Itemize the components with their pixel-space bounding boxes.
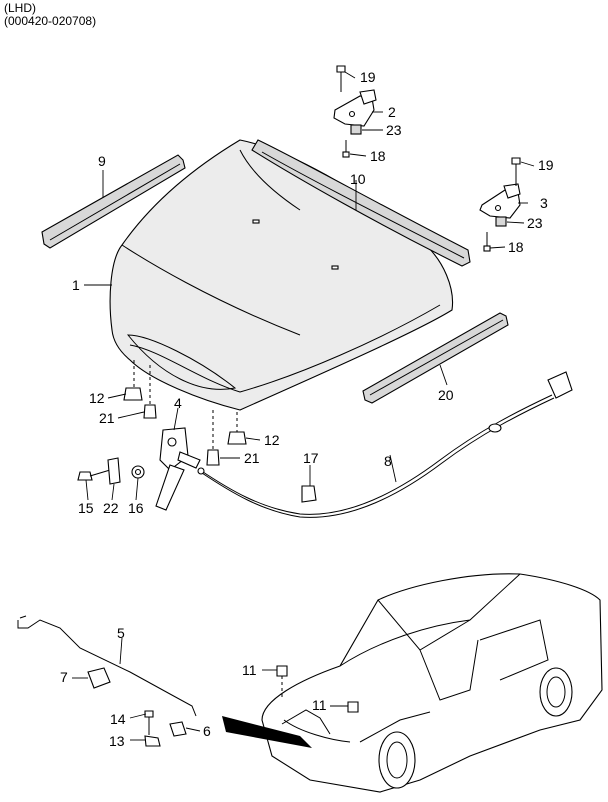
hood-bumper-left[interactable] [123,387,143,401]
hood-hinge-right[interactable] [479,183,521,219]
callout-2: 2 [388,104,396,120]
callout-18-upper: 18 [370,148,386,164]
callout-19-upper: 19 [360,69,376,85]
bolt-19-lower[interactable] [511,157,521,186]
callout-7: 7 [60,669,68,685]
clip-22[interactable] [107,457,121,485]
callout-23-lower: 23 [527,215,543,231]
bumper-23-lower[interactable] [495,216,507,227]
callout-12-right: 12 [264,432,280,448]
callout-13: 13 [109,733,125,749]
vehicle-illustration [222,573,603,793]
callout-9: 9 [98,153,106,169]
callout-10: 10 [350,171,366,187]
callout-11-right: 11 [312,697,327,713]
leader-lines [72,71,535,741]
hood-release-cable[interactable] [197,371,573,518]
rod-grommet-6[interactable] [169,721,187,737]
hood-support-rod[interactable] [17,615,197,717]
callout-3: 3 [540,195,548,211]
bolt-19-upper[interactable] [336,65,346,92]
callout-11-left: 11 [242,662,257,678]
callout-23-upper: 23 [386,122,402,138]
bolt-18-upper[interactable] [342,140,350,158]
callout-8: 8 [384,453,392,469]
callout-21-right: 21 [244,450,260,466]
bumper-11-right[interactable] [347,701,359,713]
callout-22: 22 [103,500,119,516]
callout-16: 16 [128,500,144,516]
callout-12-left: 12 [89,390,105,406]
callout-15: 15 [78,500,94,516]
callout-6: 6 [203,723,211,739]
cable-clip-17[interactable] [301,485,317,503]
callout-4: 4 [174,395,182,411]
bolt-18-lower[interactable] [483,232,491,252]
hood-striker-right[interactable] [206,449,220,466]
callout-21-left: 21 [99,410,115,426]
hood-striker-left[interactable] [143,404,157,419]
model-variant: (LHD) [4,1,36,15]
production-range: (000420-020708) [4,14,97,28]
callout-1: 1 [72,277,80,293]
bumper-11-left[interactable] [276,665,288,700]
callout-18-lower: 18 [508,239,524,255]
bumper-23-upper[interactable] [350,124,362,135]
callout-5: 5 [117,625,125,641]
hood-hinge-left[interactable] [333,89,377,127]
callout-20: 20 [438,387,454,403]
bolt-15[interactable] [77,469,111,481]
hood-seal-left[interactable] [41,154,186,249]
callout-14: 14 [110,711,126,727]
hood-latch-assembly[interactable] [155,427,201,511]
hood-weatherstrip-rear[interactable] [251,139,471,267]
grommet-16[interactable] [131,465,145,479]
callout-19-lower: 19 [538,157,554,173]
callout-17: 17 [303,450,319,466]
hood-seal-right[interactable] [362,312,509,404]
diagram-header: (LHD) (000420-020708) [4,2,96,28]
rod-holder-7[interactable] [87,667,111,689]
hood-bumper-right[interactable] [227,431,247,445]
screw-14[interactable] [144,710,154,735]
clip-13[interactable] [144,735,161,747]
